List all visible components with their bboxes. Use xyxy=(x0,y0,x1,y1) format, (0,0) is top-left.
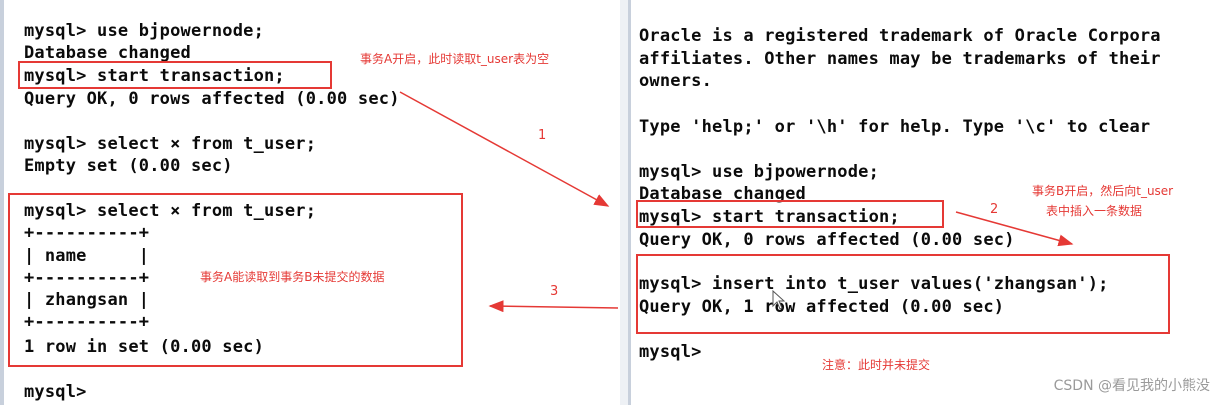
left-line-row-count: 1 row in set (0.00 sec) xyxy=(24,337,265,357)
left-line-db-changed: Database changed xyxy=(24,43,191,63)
right-line-insert: mysql> insert into t_user values('zhangs… xyxy=(639,274,1109,294)
left-line-prompt[interactable]: mysql> xyxy=(24,382,87,402)
right-line-oracle-1: Oracle is a registered trademark of Orac… xyxy=(639,26,1161,46)
right-line-use-db: mysql> use bjpowernode; xyxy=(639,162,880,182)
note-not-committed: 注意：此时并未提交 xyxy=(822,358,931,372)
left-line-use-db: mysql> use bjpowernode; xyxy=(24,21,265,41)
left-line-table-border-mid: +----------+ xyxy=(24,268,150,288)
right-line-oracle-2: affiliates. Other names may be trademark… xyxy=(639,49,1161,69)
window-divider xyxy=(620,0,628,405)
left-line-table-row: | zhangsan | xyxy=(24,290,150,310)
left-line-empty-set: Empty set (0.00 sec) xyxy=(24,156,233,176)
note-transaction-b-start-1: 事务B开启，然后向t_user xyxy=(1032,184,1174,198)
right-line-start-transaction: mysql> start transaction; xyxy=(639,207,900,227)
right-line-prompt[interactable]: mysql> xyxy=(639,342,702,362)
highlight-box-right-start xyxy=(636,200,944,228)
highlight-box-left-result xyxy=(8,193,463,367)
note-transaction-a-read: 事务A能读取到事务B未提交的数据 xyxy=(200,270,385,284)
left-line-table-header: | name | xyxy=(24,246,150,266)
left-line-query-ok: Query OK, 0 rows affected (0.00 sec) xyxy=(24,89,400,109)
step-number-2: 2 xyxy=(990,202,999,217)
left-line-table-border-bottom: +----------+ xyxy=(24,312,150,332)
right-line-insert-ok: Query OK, 1 row affected (0.00 sec) xyxy=(639,297,1005,317)
step-number-3: 3 xyxy=(550,284,559,299)
right-line-query-ok: Query OK, 0 rows affected (0.00 sec) xyxy=(639,230,1015,250)
mouse-pointer-icon xyxy=(772,290,786,310)
csdn-watermark: CSDN @看见我的小熊没 xyxy=(1053,378,1210,394)
step-number-1: 1 xyxy=(538,128,547,143)
left-line-select-1: mysql> select × from t_user; xyxy=(24,134,317,154)
left-line-table-border-top: +----------+ xyxy=(24,223,150,243)
left-line-start-transaction: mysql> start transaction; xyxy=(24,66,285,86)
right-terminal-window[interactable]: Oracle is a registered trademark of Orac… xyxy=(628,0,1224,405)
note-transaction-a-start: 事务A开启，此时读取t_user表为空 xyxy=(360,52,550,66)
right-line-db-changed: Database changed xyxy=(639,184,806,204)
right-line-help: Type 'help;' or '\h' for help. Type '\c'… xyxy=(639,117,1151,137)
note-transaction-b-start-2: 表中插入一条数据 xyxy=(1046,204,1143,218)
highlight-box-left-start xyxy=(18,61,332,89)
right-line-oracle-3: owners. xyxy=(639,71,713,91)
highlight-box-right-insert xyxy=(636,254,1170,334)
left-line-select-2: mysql> select × from t_user; xyxy=(24,201,317,221)
